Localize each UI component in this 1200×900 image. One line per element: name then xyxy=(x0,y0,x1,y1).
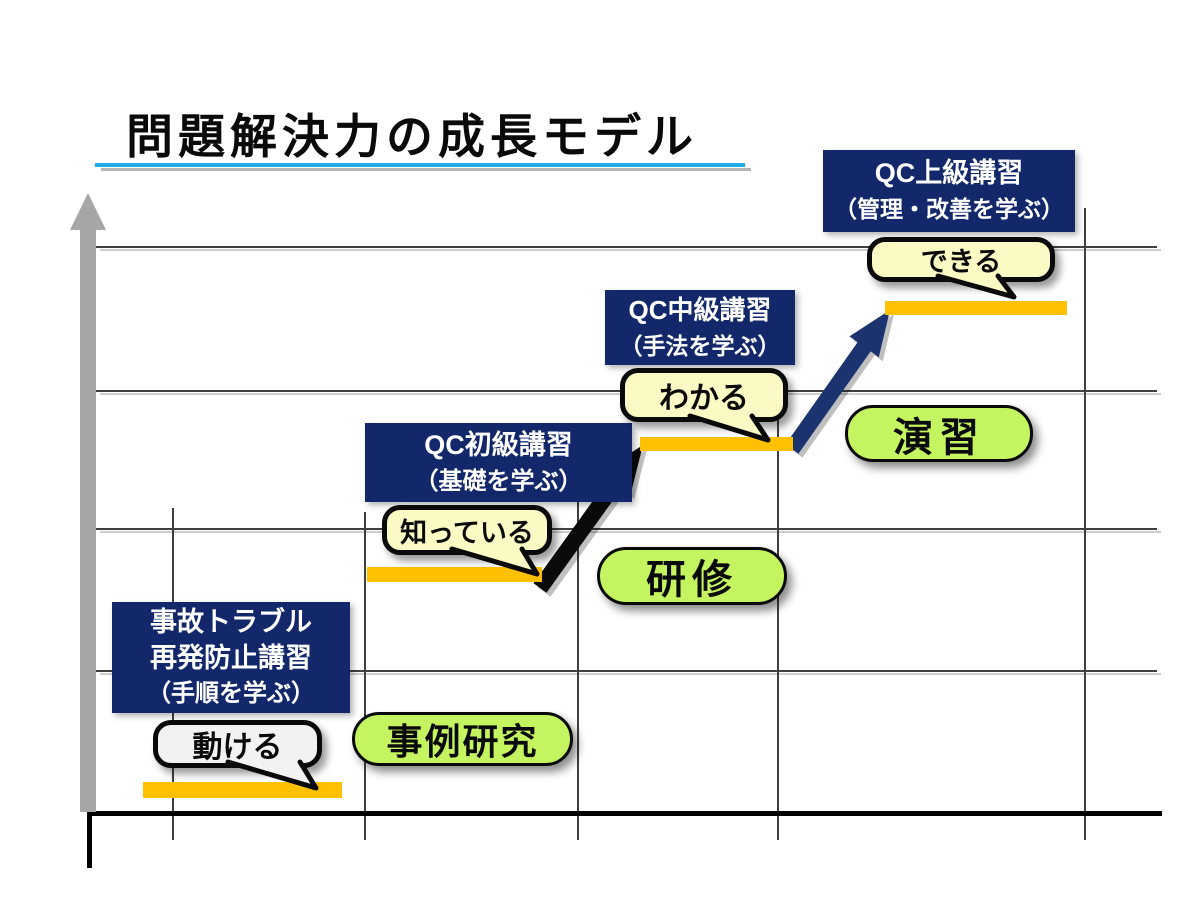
bubble-label: 知っている xyxy=(400,517,534,548)
course-box-qc-advanced: QC上級講習 （管理・改善を学ぶ） xyxy=(823,150,1075,232)
speech-bubble-understands: わかる xyxy=(620,368,788,422)
skill-bar-3 xyxy=(640,437,793,451)
skill-bar-4 xyxy=(885,301,1067,315)
activity-label: 事例研究 xyxy=(386,721,539,762)
bubble-label: 動ける xyxy=(192,731,283,764)
course-box-qc-intermediate: QC中級講習 （手法を学ぶ） xyxy=(605,290,795,365)
course-line: QC中級講習 xyxy=(628,294,772,325)
course-box-accident-prevention: 事故トラブル 再発防止講習 （手順を学ぶ） xyxy=(112,602,350,713)
course-line: QC上級講習 xyxy=(874,158,1024,188)
activity-label: 研修 xyxy=(646,558,738,602)
axis-corner-spine xyxy=(87,811,92,868)
course-box-qc-beginner: QC初級講習 （基礎を学ぶ） xyxy=(365,423,632,502)
speech-bubble-can-move: 動ける xyxy=(153,720,322,768)
y-axis-arrow xyxy=(70,193,106,812)
course-line: （手順を学ぶ） xyxy=(147,680,315,707)
course-line: （手法を学ぶ） xyxy=(619,332,781,359)
activity-pill-exercise: 演習 xyxy=(845,405,1033,462)
course-line: QC初級講習 xyxy=(424,429,573,460)
course-line: （基礎を学ぶ） xyxy=(414,467,583,495)
page-title: 問題解決力の成長モデル xyxy=(126,110,698,163)
skill-bar-2 xyxy=(367,567,542,582)
x-axis-line xyxy=(88,811,1162,816)
activity-label: 演習 xyxy=(893,415,985,460)
bubble-label: できる xyxy=(920,247,1002,277)
course-line: （管理・改善を学ぶ） xyxy=(834,196,1064,222)
course-line: 事故トラブル xyxy=(150,607,312,637)
course-line: 再発防止講習 xyxy=(150,643,312,673)
activity-pill-case-study: 事例研究 xyxy=(352,712,573,766)
title-underline xyxy=(95,163,745,167)
activity-pill-training: 研修 xyxy=(597,547,787,605)
skill-bar-1 xyxy=(143,782,342,798)
speech-bubble-can-do: できる xyxy=(867,237,1055,282)
speech-bubble-knows: 知っている xyxy=(382,505,552,555)
bubble-label: わかる xyxy=(659,382,749,415)
title-underline-shadow xyxy=(101,168,751,171)
